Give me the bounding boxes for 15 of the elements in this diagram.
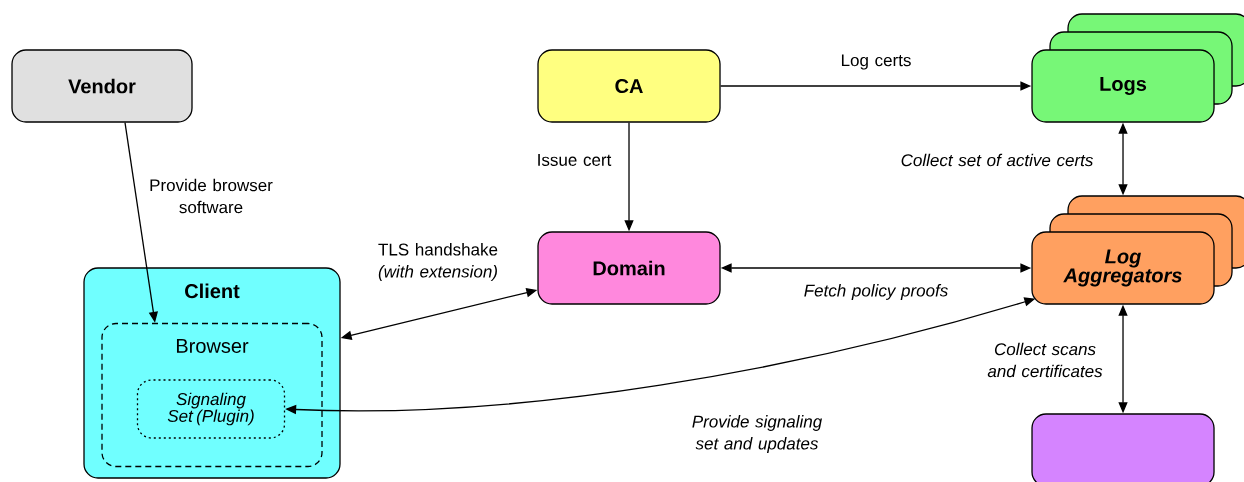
edge-label: Collect set of active certs <box>901 153 1093 167</box>
process-box: CA <box>537 49 721 123</box>
stacked-box: Log Aggregators <box>1031 195 1244 305</box>
edge-label: TLS handshake (with extension) <box>378 243 498 281</box>
group-box: Signaling Set (Plugin) <box>136 379 286 439</box>
edge-label: Provide browser software <box>150 178 273 214</box>
edge-label: Provide signaling set and updates <box>692 415 823 453</box>
process-box <box>1031 413 1215 482</box>
edge-label: Fetch policy proofs <box>804 284 948 300</box>
process-box: Domain <box>537 231 721 305</box>
edge-label: Issue cert <box>538 154 612 166</box>
stacked-box: Logs <box>1031 13 1244 123</box>
edge-label: Log certs <box>841 54 911 70</box>
edge-label: Collect scans and certificates <box>987 342 1103 378</box>
process-box: Vendor <box>11 49 193 123</box>
